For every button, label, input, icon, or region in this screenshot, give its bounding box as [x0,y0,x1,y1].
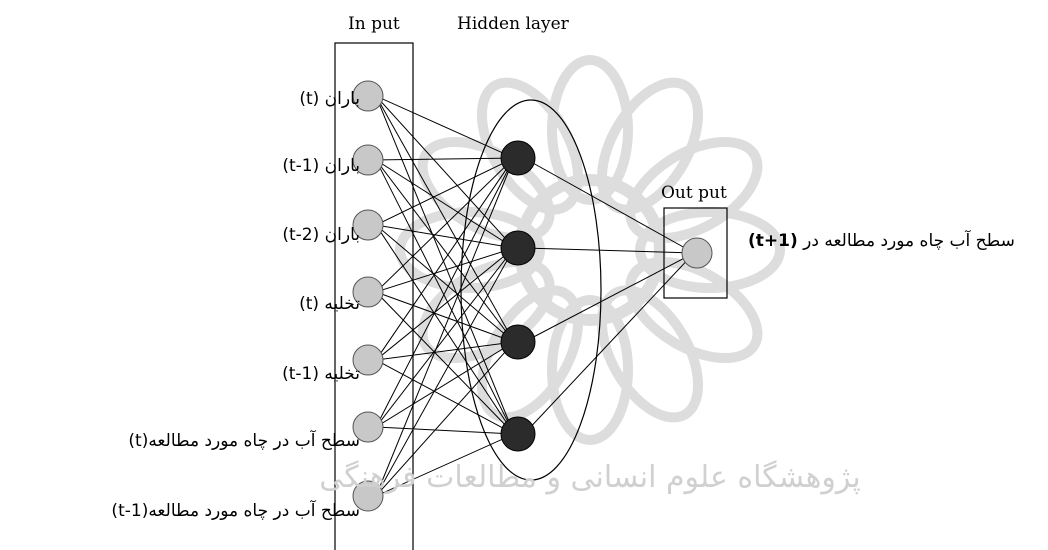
watermark-petal [596,77,704,215]
watermark-petal [625,136,763,244]
input-node-3 [352,209,384,241]
input-layer-box [334,42,414,550]
input-label-water-level-t: سطح آب در چاه مورد مطالعه(t) [128,431,360,451]
hidden-layer-title: Hidden layer [457,14,569,34]
edge-input-5-hidden-3 [375,341,515,361]
edge-input-6-hidden-1 [375,157,515,428]
edge-input-5-hidden-1 [375,157,515,361]
edge-input-7-hidden-4 [375,433,515,497]
output-layer-title: Out put [661,183,727,203]
edge-input-4-hidden-3 [375,291,515,343]
edge-input-1-hidden-4 [375,95,515,435]
nodes [352,80,713,512]
input-node-7 [352,480,384,512]
input-node-4 [352,276,384,308]
hidden-node-1 [500,140,536,176]
input-label-discharge-t: تخلیه (t) [299,294,360,314]
edge-input-7-hidden-2 [375,247,515,497]
hidden-node-3 [500,324,536,360]
watermark-petal [596,285,704,423]
output-layer-box [663,207,728,299]
output-label-text: سطح آب چاه مورد مطالعه در [797,231,1015,251]
edge-input-4-hidden-1 [375,157,515,293]
edge-input-1-hidden-3 [375,95,515,343]
input-node-2 [352,144,384,176]
edge-hidden-1-output [523,157,695,254]
input-node-6 [352,411,384,443]
input-node-5 [352,344,384,376]
hidden-node-4 [500,416,536,452]
edge-input-3-hidden-2 [375,224,515,249]
watermark-petal [395,207,545,293]
input-node-1 [352,80,384,112]
edge-input-2-hidden-1 [375,157,515,161]
edge-hidden-2-output [523,247,695,254]
watermark-emblem [395,55,785,445]
edge-input-2-hidden-4 [375,159,515,435]
edge-input-7-hidden-3 [375,341,515,497]
input-label-water-level-t-1: سطح آب در چاه مورد مطالعه(t-1) [111,501,360,521]
input-layer-title: In put [348,14,400,34]
edge-input-2-hidden-2 [375,159,515,249]
edge-input-7-hidden-1 [375,157,515,497]
edge-input-2-hidden-3 [375,159,515,343]
edge-input-3-hidden-1 [375,157,515,226]
input-label-rain-t-1: باران (t-1) [282,156,360,176]
edge-input-3-hidden-4 [375,224,515,435]
edge-input-4-hidden-2 [375,247,515,293]
watermark-petal [625,256,763,364]
output-label: سطح آب چاه مورد مطالعه در (t+1) [748,231,1015,251]
edge-input-4-hidden-4 [375,291,515,435]
input-label-discharge-t-1: تخلیه (t-1) [282,364,360,384]
edge-hidden-3-output [523,252,695,343]
watermark-petal [547,55,633,205]
edge-input-5-hidden-4 [375,359,515,435]
edge-input-5-hidden-2 [375,247,515,361]
edge-input-6-hidden-2 [375,247,515,428]
watermark-petal [476,77,584,215]
hidden-layer-ellipse [460,99,602,481]
output-node [681,237,713,269]
output-label-time: (t+1) [748,231,798,251]
watermark-petal [547,295,633,445]
edge-input-1-hidden-1 [375,95,515,159]
input-label-rain-t-2: باران (t-2) [282,225,360,245]
edge-input-3-hidden-3 [375,224,515,343]
edge-input-1-hidden-2 [375,95,515,249]
edge-input-6-hidden-4 [375,426,515,435]
hidden-node-2 [500,230,536,266]
edge-input-6-hidden-3 [375,341,515,428]
watermark-petal [635,207,785,293]
connections [375,95,695,497]
input-label-rain-t: باران (t) [299,89,360,109]
edge-hidden-4-output [523,252,695,435]
watermark-text: پژوهشگاه علوم انسانی و مطالعات فرهنگی [319,460,861,495]
